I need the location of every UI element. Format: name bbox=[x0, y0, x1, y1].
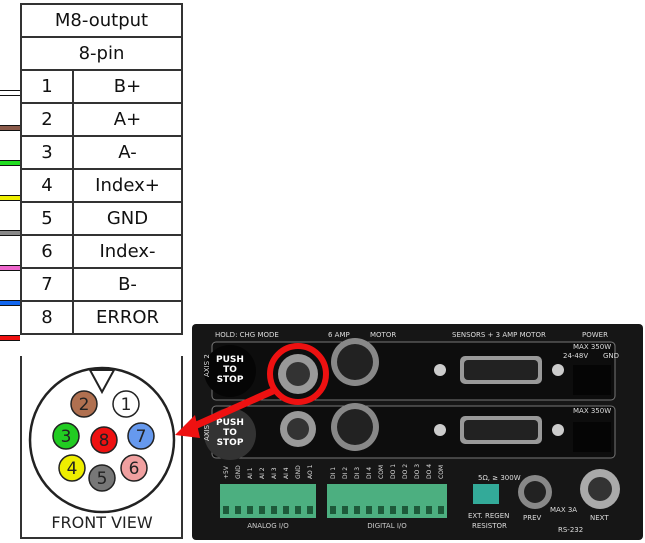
svg-text:8: 8 bbox=[99, 431, 110, 451]
max3a-label: MAX 3A bbox=[550, 506, 577, 514]
terminal-label: GND bbox=[295, 465, 302, 479]
push-to-stop-text: PUSH bbox=[216, 418, 244, 428]
svg-text:2: 2 bbox=[79, 395, 90, 415]
terminal-label: DI 1 bbox=[330, 467, 337, 479]
pin-signal: ERROR bbox=[72, 300, 183, 335]
pin-signal: GND bbox=[72, 201, 183, 236]
pin-signal: B- bbox=[72, 267, 183, 302]
pin-4: 4 bbox=[58, 454, 86, 482]
digital_label: DIGITAL I/O bbox=[367, 522, 407, 530]
pin-2: 2 bbox=[70, 390, 98, 418]
controller-photo: HOLD: CHG MODE 6 AMP MOTOR SENSORS + 3 A… bbox=[192, 324, 643, 540]
terminal-label: AO 1 bbox=[307, 464, 314, 479]
wire bbox=[0, 125, 20, 131]
pin-1: 1 bbox=[112, 390, 140, 418]
motor-label: MOTOR bbox=[370, 331, 396, 339]
next-label: NEXT bbox=[590, 514, 609, 522]
terminal-label: DO 4 bbox=[426, 464, 433, 479]
terminal-label: DO 2 bbox=[402, 464, 409, 479]
svg-text:3: 3 bbox=[61, 427, 72, 447]
pin-signal: Index- bbox=[72, 234, 183, 269]
pin-7: 7 bbox=[127, 422, 155, 450]
pin-signal: Index+ bbox=[72, 168, 183, 203]
push-to-stop-text: TO bbox=[223, 428, 237, 438]
pin-8: 8 bbox=[90, 426, 118, 454]
terminal-label: +5V bbox=[223, 465, 230, 479]
terminal-label: GND bbox=[235, 465, 242, 479]
prev-label: PREV bbox=[523, 514, 542, 522]
power-label: POWER bbox=[582, 331, 608, 339]
terminal-label: COM bbox=[378, 465, 385, 479]
terminal-label: AI 2 bbox=[259, 467, 266, 479]
sensors-label: SENSORS + 3 AMP MOTOR bbox=[452, 331, 546, 339]
pin-number: 1 bbox=[20, 69, 74, 104]
terminal-label: DO 3 bbox=[414, 464, 421, 479]
wire bbox=[0, 265, 20, 271]
svg-text:1: 1 bbox=[121, 395, 132, 415]
push-to-stop-text: STOP bbox=[217, 375, 244, 385]
push-to-stop-text: TO bbox=[223, 365, 237, 375]
push-to-stop-text: STOP bbox=[217, 438, 244, 448]
pin-number: 7 bbox=[20, 267, 74, 302]
wire bbox=[0, 160, 20, 166]
table-subtitle: 8-pin bbox=[20, 36, 183, 71]
terminal-label: AI 4 bbox=[283, 467, 290, 479]
terminal-label: DI 2 bbox=[342, 467, 349, 479]
analog_label: ANALOG I/O bbox=[247, 522, 289, 530]
terminal-label: AI 1 bbox=[247, 467, 254, 479]
pin-signal: A- bbox=[72, 135, 183, 170]
max350-label-1: MAX 350W bbox=[573, 343, 611, 351]
wire bbox=[0, 335, 20, 341]
pin-number: 5 bbox=[20, 201, 74, 236]
pin-number: 2 bbox=[20, 102, 74, 137]
wire bbox=[0, 195, 20, 201]
pin-number: 6 bbox=[20, 234, 74, 269]
pin-signal: A+ bbox=[72, 102, 183, 137]
terminal-label: DI 4 bbox=[366, 467, 373, 479]
pin-3: 3 bbox=[52, 422, 80, 450]
axis1-label: AXIS 1 bbox=[203, 418, 211, 441]
max350-label-2: MAX 350W bbox=[573, 407, 611, 415]
amp6-label: 6 AMP bbox=[328, 331, 350, 339]
pin-number: 3 bbox=[20, 135, 74, 170]
regen-label-1: EXT. REGEN bbox=[468, 512, 509, 520]
wire bbox=[0, 90, 20, 96]
wire bbox=[0, 300, 20, 306]
pin-number: 4 bbox=[20, 168, 74, 203]
terminal-label: DO 1 bbox=[390, 464, 397, 479]
svg-text:4: 4 bbox=[67, 459, 78, 479]
highlight-circle bbox=[267, 343, 329, 405]
terminal-label: DI 3 bbox=[354, 467, 361, 479]
terminal-label: AI 3 bbox=[271, 467, 278, 479]
svg-text:5: 5 bbox=[97, 469, 108, 489]
regen-label-2: RESISTOR bbox=[472, 522, 507, 530]
pin-5: 5 bbox=[88, 464, 116, 492]
axis2-label: AXIS 2 bbox=[203, 354, 211, 377]
front-view-label: FRONT VIEW bbox=[51, 513, 153, 532]
gnd-label-1: GND bbox=[603, 352, 619, 360]
rs232-label: RS-232 bbox=[558, 526, 583, 534]
table-title: M8-output bbox=[20, 3, 183, 38]
pin-signal: B+ bbox=[72, 69, 183, 104]
hold-label: HOLD: CHG MODE bbox=[215, 331, 279, 339]
svg-text:7: 7 bbox=[136, 427, 147, 447]
wire bbox=[0, 230, 20, 236]
terminal-label: COM bbox=[438, 465, 445, 479]
regen-spec: 5Ω, ≥ 300W bbox=[478, 474, 521, 482]
svg-text:6: 6 bbox=[129, 459, 140, 479]
voltage-label-1: 24-48V bbox=[563, 352, 588, 360]
pin-6: 6 bbox=[120, 454, 148, 482]
push-to-stop-text: PUSH bbox=[216, 355, 244, 365]
pin-number: 8 bbox=[20, 300, 74, 335]
